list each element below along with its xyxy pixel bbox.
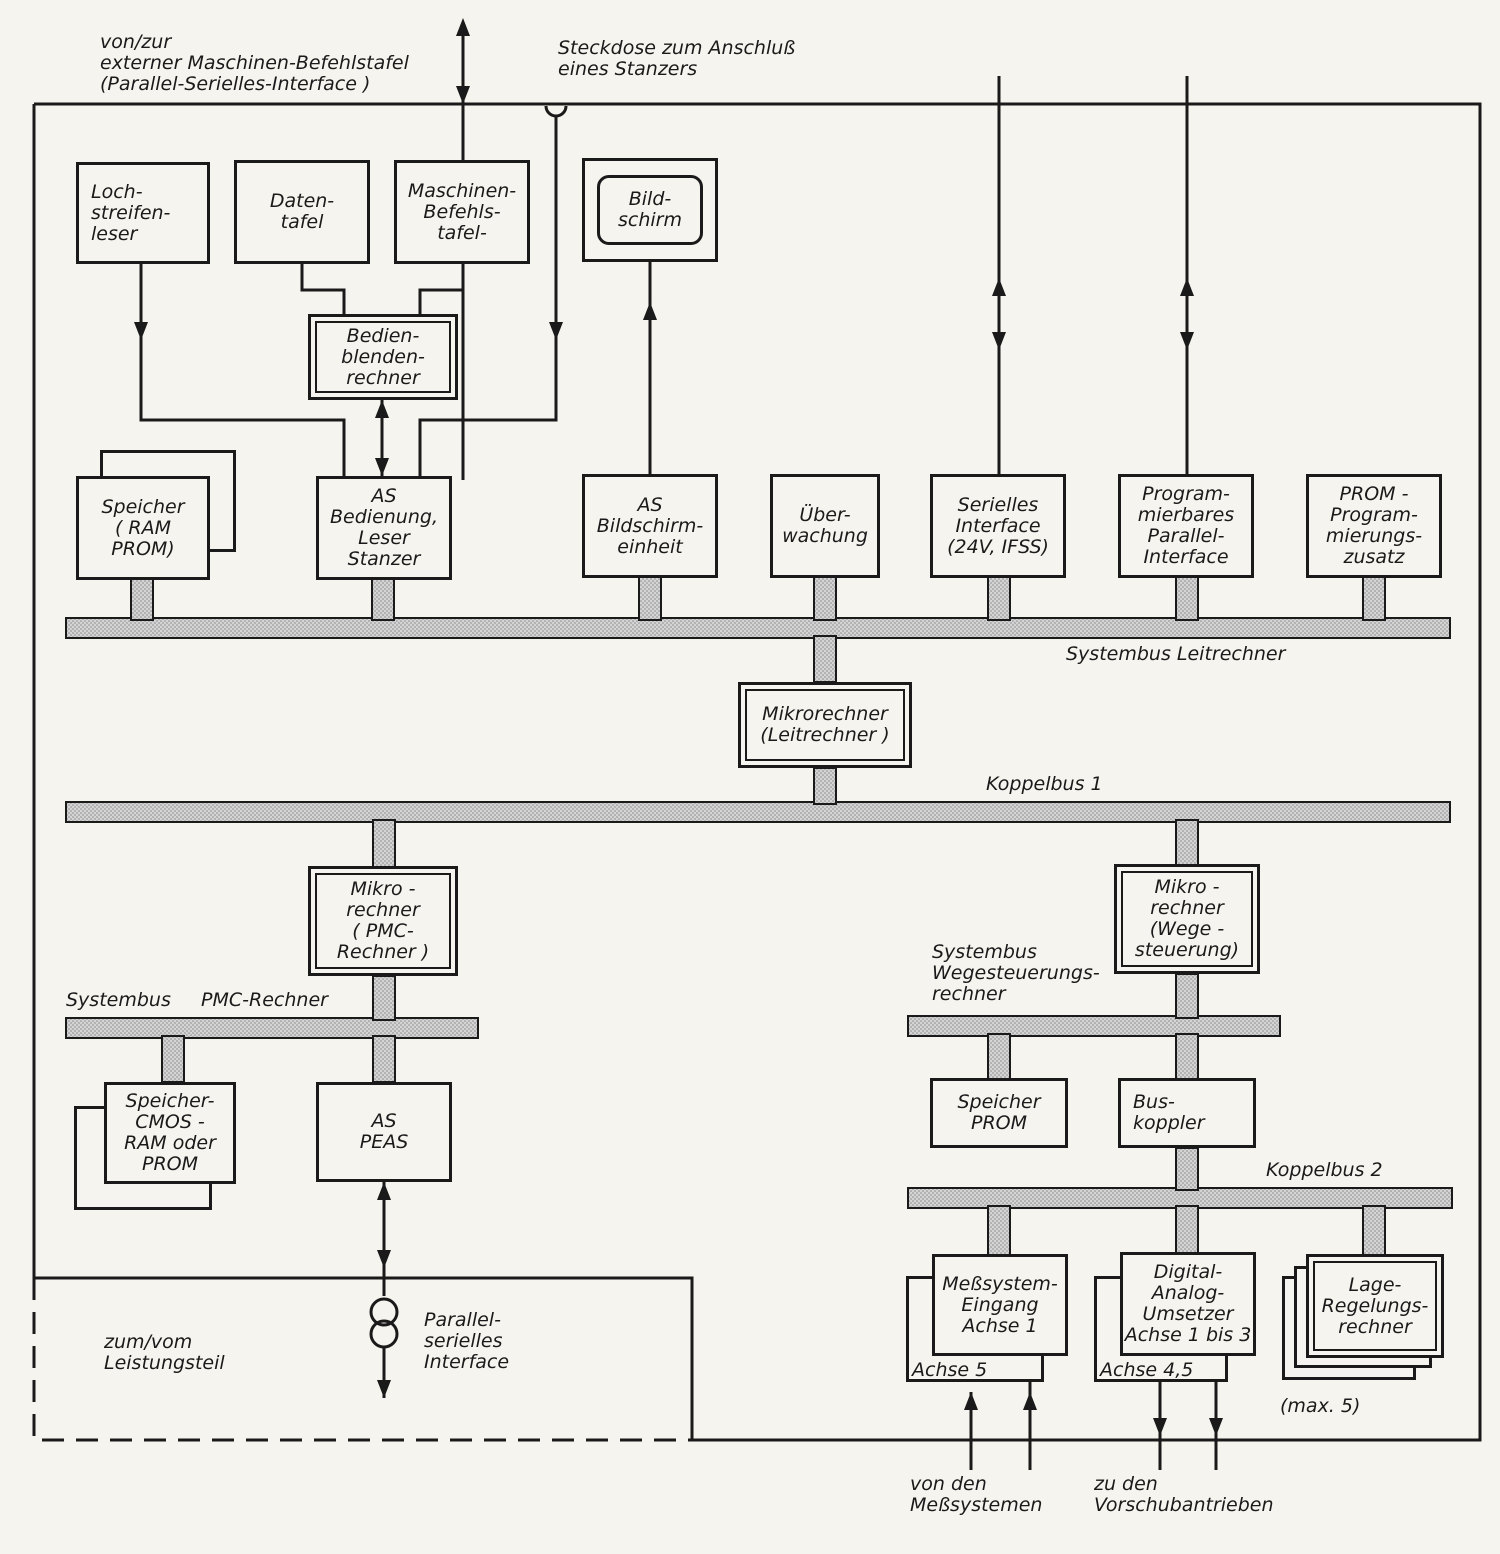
cmos-speicher-box: Speicher- CMOS - RAM oder PROM <box>104 1082 236 1184</box>
systembus-pmc-label: Systembus PMC-Rechner <box>66 989 328 1011</box>
ueberwachung-box: Über- wachung <box>770 474 880 578</box>
leistungsteil-label: zum/vom Leistungsteil <box>104 1331 225 1374</box>
datentafel-box: Daten- tafel <box>234 160 370 264</box>
bildschirm-screen <box>597 175 703 245</box>
koppelbus-1-bar <box>65 801 1451 823</box>
lochstreifen-line <box>139 264 346 476</box>
parallel-seriell-label: Parallel- serielles Interface <box>424 1309 510 1373</box>
von-mess-label: von den Meßsystemen <box>910 1473 1043 1516</box>
speicher-prom-box: Speicher PROM <box>930 1078 1068 1148</box>
koppelbus-2-label: Koppelbus 2 <box>1266 1159 1383 1181</box>
pmc-rechner-box: Mikro - rechner ( PMC- Rechner ) <box>308 866 458 976</box>
systembus-leitrechner-label: Systembus Leitrechner <box>1066 643 1286 665</box>
datentafel-line <box>300 264 346 316</box>
lochstreifenleser-box: Loch- streifen- leser <box>76 162 210 264</box>
serielles-interface-box: Serielles Interface (24V, IFSS) <box>930 474 1066 578</box>
lage-regelungsrechner-box: Lage- Regelungs- rechner <box>1306 1254 1444 1358</box>
bedienblendenrechner-box: Bedien- blenden- rechner <box>308 314 458 400</box>
max5-label: (max. 5) <box>1280 1395 1361 1417</box>
zu-vorschub-label: zu den Vorschubantrieben <box>1094 1473 1274 1516</box>
systembus-wege-label: Systembus Wegesteuerungs- rechner <box>932 941 1100 1005</box>
as-peas-box: AS PEAS <box>316 1082 452 1182</box>
leitrechner-box: Mikrorechner (Leitrechner ) <box>738 682 912 768</box>
dac-box: Digital- Analog- Umsetzer Achse 1 bis 3 <box>1120 1252 1256 1356</box>
systembus-leitrechner-bar <box>65 617 1451 639</box>
achse45-label: Achse 4,5 <box>1100 1359 1194 1381</box>
maschinen-befehlstafel-box: Maschinen- Befehls- tafel- <box>394 160 530 264</box>
parallel-interface-box: Program- mierbares Parallel- Interface <box>1118 474 1254 578</box>
systembus-pmc-bar <box>65 1017 479 1039</box>
systembus-wege-bar <box>907 1015 1281 1037</box>
messsystem-box: Meßsystem- Eingang Achse 1 <box>932 1254 1068 1356</box>
achse5-label: Achse 5 <box>912 1359 988 1381</box>
stanzer-socket-label: Steckdose zum Anschluß eines Stanzers <box>558 37 796 80</box>
buskoppler-box: Bus- koppler <box>1118 1078 1256 1148</box>
as-bildschirm-box: AS Bildschirm- einheit <box>582 474 718 578</box>
speicher-ram-box: Speicher ( RAM PROM) <box>76 476 210 580</box>
befehlstafel-line <box>418 264 465 316</box>
bildschirm-box: Bild- schirm <box>582 158 718 262</box>
socket-line <box>418 116 558 476</box>
as-bedienung-box: AS Bedienung, Leser Stanzer <box>316 476 452 580</box>
power-section-border <box>32 1278 692 1442</box>
top-interface-label: von/zur externer Maschinen-Befehlstafel … <box>100 31 409 95</box>
outer-frame <box>34 102 1482 1442</box>
koppelbus-1-label: Koppelbus 1 <box>986 773 1103 795</box>
prom-zusatz-box: PROM - Program- mierungs- zusatz <box>1306 474 1442 578</box>
wegesteuerung-box: Mikro - rechner (Wege - steuerung) <box>1114 864 1260 974</box>
outer-frame-left <box>32 104 694 1440</box>
